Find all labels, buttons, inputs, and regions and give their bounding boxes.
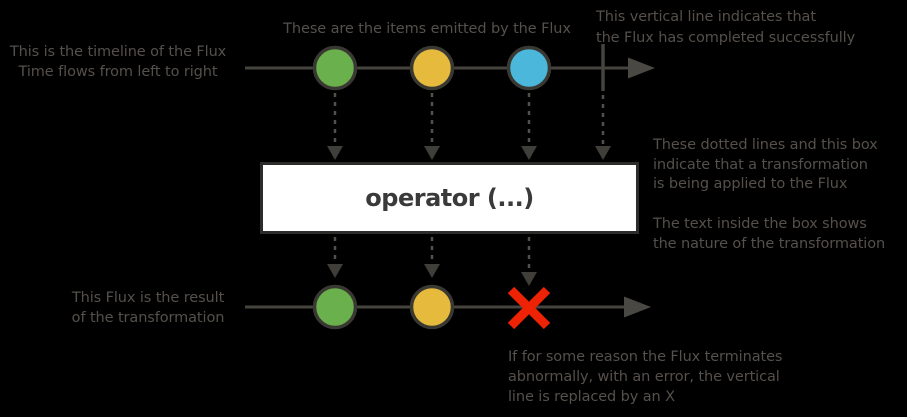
operator-label: operator (...)	[365, 184, 534, 212]
connector-arrowhead-icon	[327, 264, 343, 278]
operator-box: operator (...)	[260, 162, 639, 234]
annotation-line: This is the timeline of the Flux	[9, 44, 227, 60]
source-marble-yellow	[409, 45, 455, 91]
annotation-box-meaning: The text inside the box shows the nature…	[653, 215, 885, 254]
result-marbles	[312, 284, 455, 330]
result-timeline-arrow-icon	[624, 296, 651, 318]
annotation-error: If for some reason the Flux terminates a…	[508, 347, 782, 407]
annotation-line: These are the items emitted by the Flux	[283, 21, 571, 37]
connector-arrowhead-icon	[595, 146, 611, 160]
connector-arrowhead-icon	[521, 272, 537, 286]
annotation-line: The text inside the box shows	[653, 216, 867, 232]
connectors-out-of-operator	[327, 237, 537, 286]
annotation-line: indicate that a transformation	[653, 156, 868, 173]
annotation-timeline: This is the timeline of the Flux Time fl…	[8, 42, 228, 82]
annotation-result: This Flux is the result of the transform…	[55, 288, 241, 328]
connector-arrowhead-icon	[327, 146, 343, 160]
result-marble-yellow	[409, 284, 455, 330]
annotation-line: Time flows from left to right	[18, 64, 218, 80]
annotation-line: the Flux has completed successfully	[596, 30, 856, 46]
annotation-line: If for some reason the Flux terminates	[508, 349, 783, 365]
connector-arrowhead-icon	[424, 264, 440, 278]
error-x-stroke	[507, 286, 551, 330]
connectors-into-operator	[327, 93, 611, 160]
source-marble-green	[312, 45, 358, 91]
annotation-line: of the transformation	[71, 310, 225, 326]
annotation-line: This Flux is the result	[71, 290, 225, 306]
annotation-items: These are the items emitted by the Flux	[247, 19, 607, 39]
connector-arrowhead-icon	[521, 146, 537, 160]
annotation-line: abnormally, with an error, the vertical	[508, 369, 780, 385]
connector-arrowhead-icon	[424, 146, 440, 160]
result-marble-green	[312, 284, 358, 330]
annotation-line: the nature of the transformation	[653, 235, 886, 252]
annotation-line: is being applied to the Flux	[653, 176, 848, 192]
annotation-transform: These dotted lines and this box indicate…	[653, 136, 878, 195]
annotation-line: line is replaced by an X	[508, 389, 675, 405]
error-x-icon	[507, 286, 551, 330]
source-marble-blue	[506, 45, 552, 91]
annotation-line: These dotted lines and this box	[653, 137, 878, 153]
source-marbles	[312, 45, 552, 91]
annotation-line: This vertical line indicates that	[596, 9, 816, 25]
annotation-complete: This vertical line indicates that the Fl…	[596, 7, 855, 49]
source-timeline-arrow-icon	[628, 57, 655, 79]
